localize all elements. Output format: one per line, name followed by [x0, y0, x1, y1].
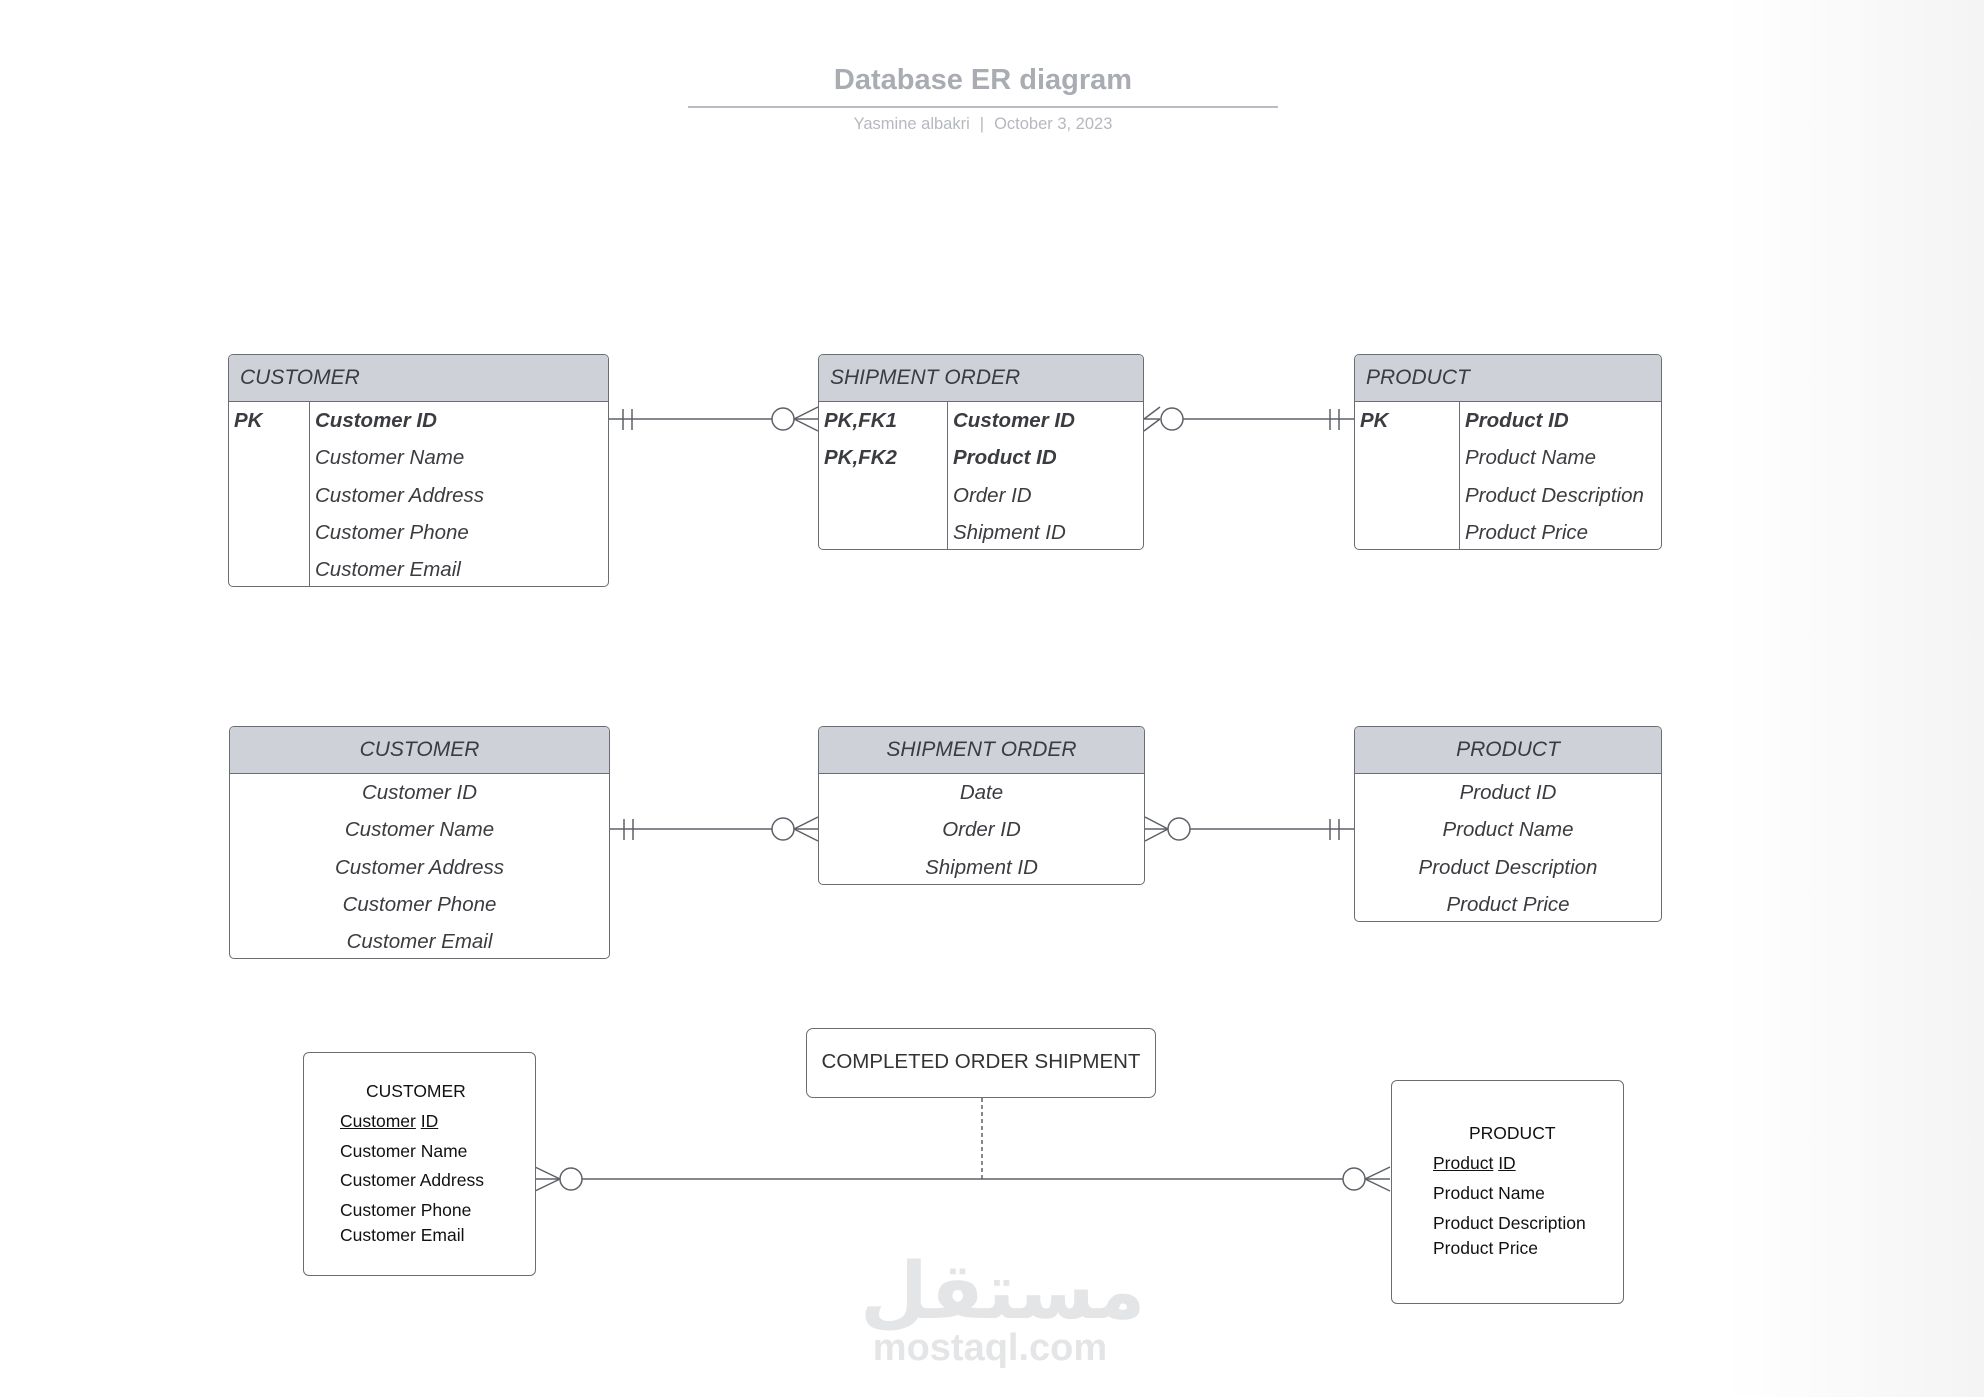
field-cell: Product Name: [1465, 446, 1597, 470]
table-row: Customer Email: [229, 551, 608, 586]
key-cell: PK: [1360, 409, 1389, 432]
table-row: Customer ID: [361, 781, 478, 804]
table-row: Shipment ID: [925, 855, 1038, 879]
table-row: PK Customer ID: [229, 402, 608, 439]
key-cell: PK: [234, 409, 263, 432]
key-word: Product: [1433, 1153, 1494, 1173]
table-title: CUSTOMER: [229, 355, 608, 402]
key-column: [229, 402, 310, 586]
field-cell: Order ID: [953, 483, 1032, 507]
field-cell: Product Price: [1465, 520, 1589, 544]
customer-entity-box[interactable]: CUSTOMER Customer ID Customer Name Custo…: [303, 1052, 536, 1276]
meta-separator: |: [979, 115, 985, 133]
diagram-date: October 3, 2023: [994, 115, 1113, 133]
background-shade: [1724, 0, 1984, 1397]
key-word: ID: [420, 1111, 439, 1131]
entity-title: PRODUCT: [1469, 1123, 1556, 1143]
table-row: PK,FK1 Customer ID: [819, 402, 1143, 439]
product-entity-box[interactable]: PRODUCT Product ID Product Name Product …: [1391, 1080, 1624, 1304]
diagram-title: Database ER diagram: [833, 64, 1133, 96]
relationship-box[interactable]: COMPLETED ORDER SHIPMENT: [806, 1028, 1156, 1098]
primary-key-field: Customer ID: [340, 1111, 438, 1132]
entity-field: Customer Phone: [340, 1200, 472, 1220]
entity-field: Customer Name: [340, 1141, 468, 1161]
product-table-simple[interactable]: PRODUCT Product ID Product Name Product …: [1354, 726, 1662, 922]
field-cell: Product Description: [1465, 483, 1644, 507]
table-row: Product Price: [1446, 892, 1570, 916]
field-cell: Customer ID: [953, 409, 1075, 432]
table-row: Product Price: [1355, 514, 1661, 549]
field-cell: Product ID: [953, 446, 1057, 470]
table-row: Product Name: [1355, 439, 1661, 476]
table-row: Order ID: [942, 818, 1021, 842]
table-row: Customer Address: [229, 477, 608, 514]
table-row: Product Description: [1418, 855, 1598, 879]
watermark: مستقل mostaql.com: [860, 1247, 1146, 1369]
field-cell: Customer Name: [315, 446, 465, 470]
table-row: Customer Phone: [342, 892, 497, 916]
table-title: CUSTOMER: [230, 727, 609, 774]
product-table-keyed[interactable]: PRODUCT PK Product ID Product Name Produc…: [1354, 354, 1662, 550]
entity-field: Product Price: [1433, 1238, 1539, 1258]
table-row: Customer Phone: [229, 514, 608, 551]
key-column: [819, 402, 948, 549]
diagram-meta: Yasmine albakri | October 3, 2023: [688, 115, 1278, 134]
table-row: Customer Name: [229, 439, 608, 476]
field-cell: Customer Email: [315, 558, 461, 582]
table-row: PK,FK2 Product ID: [819, 439, 1143, 476]
customer-table-simple[interactable]: CUSTOMER Customer ID Customer Name Custo…: [229, 726, 610, 959]
shipment-order-table-simple[interactable]: SHIPMENT ORDER Date Order ID Shipment ID: [818, 726, 1145, 885]
table-title: PRODUCT: [1355, 355, 1661, 402]
entity-field: Customer Email: [340, 1225, 465, 1245]
key-word: ID: [1498, 1153, 1516, 1173]
table-row: Customer Address: [335, 855, 504, 879]
entity-field: Product Description: [1433, 1213, 1586, 1233]
table-row: PK Product ID: [1355, 402, 1661, 439]
table-row: Shipment ID: [819, 514, 1143, 549]
key-cell: PK,FK2: [824, 446, 897, 470]
table-row: Customer Name: [344, 818, 495, 842]
customer-table-keyed[interactable]: CUSTOMER PK Customer ID Customer Name Cus…: [228, 354, 609, 587]
key-cell: PK,FK1: [824, 409, 897, 432]
field-cell: Product ID: [1465, 409, 1569, 432]
watermark-arabic: مستقل: [860, 1247, 1146, 1337]
entity-field: Customer Address: [340, 1170, 484, 1190]
title-underline: [688, 106, 1278, 108]
key-word: Customer: [340, 1111, 416, 1131]
table-title: SHIPMENT ORDER: [819, 355, 1143, 402]
field-cell: Customer ID: [315, 409, 437, 432]
table-row: Product ID: [1459, 781, 1557, 804]
table-title: SHIPMENT ORDER: [819, 727, 1144, 774]
entity-field: Product Name: [1433, 1183, 1545, 1203]
watermark-latin: mostaql.com: [872, 1327, 1108, 1369]
field-cell: Customer Address: [315, 483, 484, 507]
key-column: [1355, 402, 1460, 549]
entity-title: CUSTOMER: [366, 1081, 466, 1101]
table-row: Product Name: [1442, 818, 1574, 842]
table-row: Order ID: [819, 477, 1143, 514]
author-name: Yasmine albakri: [853, 115, 970, 133]
table-title: PRODUCT: [1355, 727, 1661, 774]
table-row: Product Description: [1355, 477, 1661, 514]
field-cell: Shipment ID: [953, 520, 1066, 544]
table-row: Customer Email: [346, 930, 493, 954]
field-cell: Customer Phone: [315, 520, 469, 544]
table-row: Date: [959, 781, 1004, 804]
primary-key-field: Product ID: [1433, 1153, 1516, 1174]
